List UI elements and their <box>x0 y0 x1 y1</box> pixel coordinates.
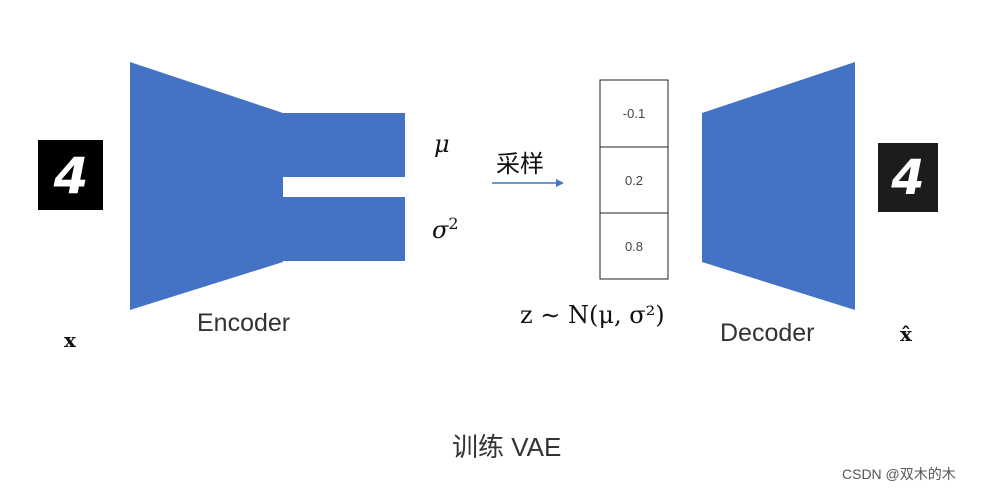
sigma-label: σ2 <box>432 214 459 244</box>
sigma-branch <box>283 197 405 261</box>
latent-value-3: 0.8 <box>625 239 643 254</box>
input-image: 4 <box>38 140 103 210</box>
watermark: CSDN @双木的木 <box>842 464 956 484</box>
sigma-symbol: σ <box>432 216 448 244</box>
decoder-label: Decoder <box>720 319 815 348</box>
sample-arrow <box>492 179 564 187</box>
output-label: x̂ <box>900 322 912 346</box>
decoder-block <box>702 62 855 310</box>
encoder-block <box>130 62 283 310</box>
encoder-label: Encoder <box>197 309 290 338</box>
latent-formula: z ∼ N(μ, σ²) <box>520 301 665 329</box>
sigma-exponent: 2 <box>448 214 458 233</box>
latent-value-1: -0.1 <box>623 106 645 121</box>
caption: 训练 VAE <box>452 427 561 464</box>
input-label: x <box>64 328 76 352</box>
mu-branch <box>283 113 405 177</box>
mu-label: μ <box>434 130 450 158</box>
latent-value-2: 0.2 <box>625 173 643 188</box>
output-image: 4 <box>878 143 938 212</box>
input-digit: 4 <box>53 147 89 205</box>
sample-label: 采样 <box>496 144 544 179</box>
output-digit: 4 <box>890 150 924 206</box>
latent-vector: -0.1 0.2 0.8 <box>600 80 668 279</box>
